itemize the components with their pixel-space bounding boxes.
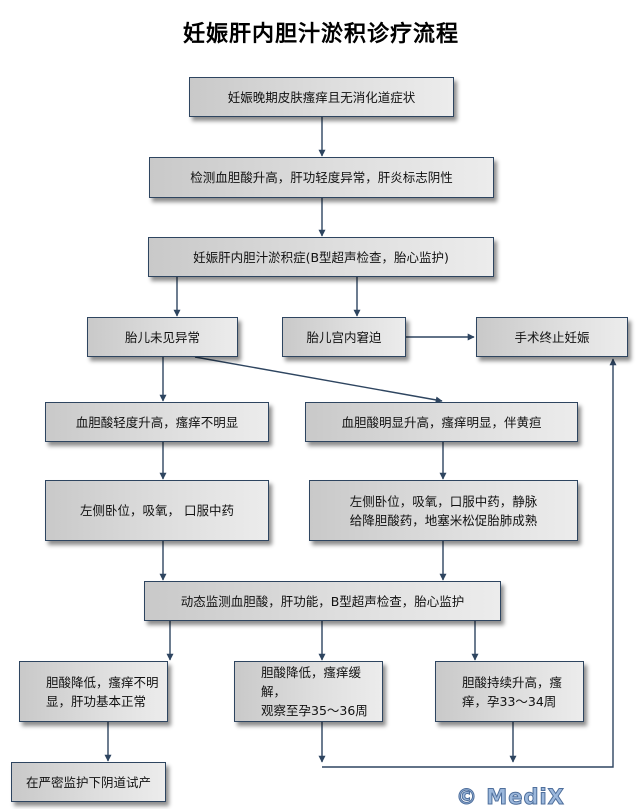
node-intensive-treatment: 左侧卧位，吸氧，口服中药，静脉 给降胆酸药，地塞米松促胎肺成熟 [309, 480, 578, 541]
medix-watermark: © MediX [456, 785, 565, 809]
node-label: 胆酸降低，瘙痒不明 显，肝功基本正常 [46, 674, 159, 709]
node-label: 胎儿未见异常 [124, 329, 200, 345]
node-dynamic-monitoring: 动态监测血胆酸，肝功能，B型超声检查，胎心监护 [144, 581, 501, 621]
node-outcome-persistent: 胆酸持续升高，瘙 痒，孕33～34周 [435, 661, 584, 722]
edge-merge-n6 [322, 358, 617, 768]
node-label: 胆酸持续升高，瘙 痒，孕33～34周 [462, 674, 563, 709]
node-vaginal-trial-labor: 在严密监护下阴道试产 [11, 762, 166, 802]
node-terminate-pregnancy: 手术终止妊娠 [476, 317, 628, 357]
node-outcome-relieved: 胆酸降低，瘙痒缓解， 观察至孕35～36周 [234, 661, 383, 722]
node-label: 血胆酸轻度升高，瘙痒不明显 [75, 414, 239, 430]
node-late-pregnancy-itching: 妊娠晚期皮肤瘙痒且无消化道症状 [189, 77, 454, 117]
node-label: 在严密监护下阴道试产 [25, 774, 151, 790]
node-label: 胎儿宫内窘迫 [306, 329, 382, 345]
node-label: 左侧卧位，吸氧， 口服中药 [80, 503, 234, 518]
node-fetus-normal: 胎儿未见异常 [87, 317, 238, 357]
node-label: 手术终止妊娠 [514, 329, 590, 345]
node-label: 胆酸降低，瘙痒缓解， 观察至孕35～36周 [261, 665, 368, 718]
node-mild-treatment: 左侧卧位，吸氧， 口服中药 [45, 480, 269, 541]
node-icp-diagnosis: 妊娠肝内胆汁淤积症(B型超声检查，胎心监护) [148, 237, 494, 277]
node-label: 妊娠晚期皮肤瘙痒且无消化道症状 [227, 89, 416, 105]
page-title: 妊娠肝内胆汁淤积诊疗流程 [182, 21, 459, 47]
node-bile-acid-elevated: 检测血胆酸升高，肝功轻度异常，肝炎标志阴性 [149, 157, 494, 198]
node-fetal-distress: 胎儿宫内窘迫 [282, 317, 406, 357]
node-label: 血胆酸明显升高，瘙痒明显，伴黄疸 [341, 414, 542, 430]
edge-n4-n8 [194, 356, 443, 404]
node-marked-elevation: 血胆酸明显升高，瘙痒明显，伴黄疸 [305, 402, 578, 442]
node-label: 左侧卧位，吸氧，口服中药，静脉 给降胆酸药，地塞米松促胎肺成熟 [349, 493, 538, 528]
node-label: 检测血胆酸升高，肝功轻度异常，肝炎标志阴性 [190, 170, 453, 185]
node-mild-elevation: 血胆酸轻度升高，瘙痒不明显 [45, 402, 269, 442]
node-outcome-improved: 胆酸降低，瘙痒不明 显，肝功基本正常 [19, 661, 168, 722]
node-label: 动态监测血胆酸，肝功能，B型超声检查，胎心监护 [180, 593, 465, 609]
node-label: 妊娠肝内胆汁淤积症(B型超声检查，胎心监护) [193, 249, 449, 265]
